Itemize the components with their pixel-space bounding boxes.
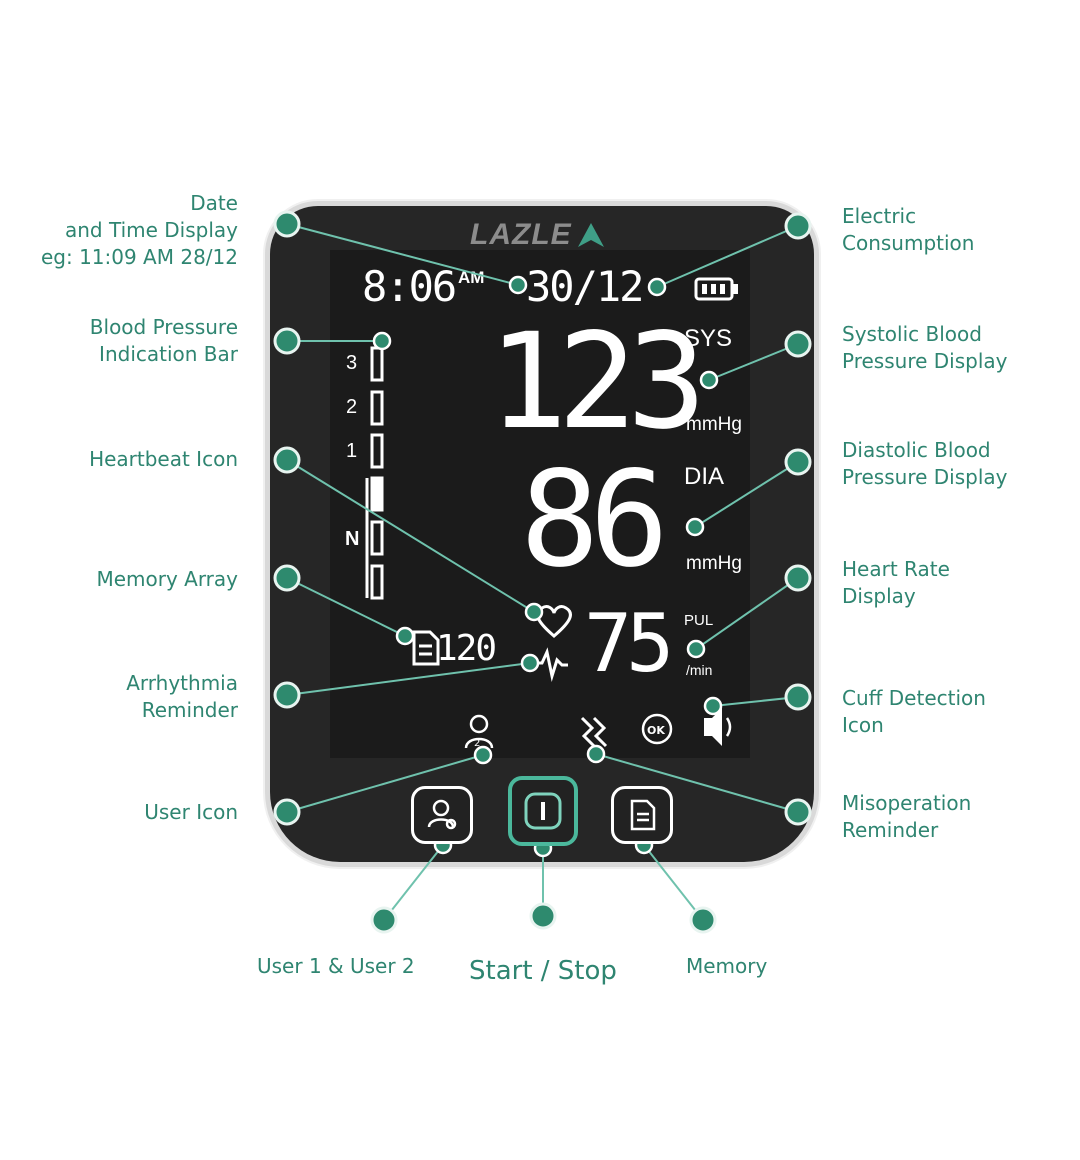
label-misoperation: Misoperation Reminder — [842, 791, 972, 842]
label-user-icon: User Icon — [144, 800, 238, 824]
memory-document-icon — [412, 630, 440, 666]
brand-logo-text: LAZLE — [470, 218, 572, 251]
brand-logo: LAZLE — [470, 218, 606, 252]
diastolic-unit: mmHg — [686, 553, 742, 574]
label-cuff: Cuff Detection Icon — [842, 686, 986, 737]
label-memory: Memory — [686, 954, 768, 978]
bar-level-2: 2 — [346, 396, 358, 418]
zigzag-arrows-icon — [580, 716, 608, 748]
systolic-label: SYS — [684, 325, 733, 352]
label-user-buttons: User 1 & User 2 — [257, 954, 415, 978]
bar-level-3: 3 — [346, 352, 358, 374]
memory-button[interactable] — [611, 786, 673, 844]
label-electric: Electric Consumption — [842, 204, 975, 255]
label-date-time: Date and Time Display eg: 11:09 AM 28/12 — [40, 191, 238, 269]
power-icon — [524, 792, 562, 830]
systolic-value: 123 — [488, 305, 706, 459]
bp-indication-bar — [365, 346, 384, 600]
ampm-indicator: AM — [458, 268, 485, 287]
pulse-value: 75 — [584, 597, 674, 690]
brand-triangle-icon — [577, 223, 604, 247]
lcd-screen — [330, 250, 750, 758]
bar-level-1: 1 — [346, 440, 358, 462]
user-button-icon — [427, 799, 457, 830]
pulse-label: PUL — [684, 612, 714, 629]
diastolic-value: 86 — [520, 443, 669, 597]
diastolic-label: DIA — [684, 463, 725, 490]
label-heartbeat: Heartbeat Icon — [89, 447, 238, 471]
systolic-unit: mmHg — [686, 414, 742, 435]
speaker-icon — [704, 708, 732, 746]
ok-icon: OK — [641, 713, 673, 745]
label-bp-bar: Blood Pressure Indication Bar — [89, 315, 238, 366]
user-number: 2 — [474, 738, 480, 749]
ecg-wave-icon — [530, 647, 568, 682]
memory-count: 120 — [436, 628, 497, 669]
date-readout: 30/12 — [526, 262, 644, 311]
user-icon — [464, 714, 494, 749]
svg-text:OK: OK — [647, 724, 665, 737]
label-start-stop: Start / Stop — [469, 956, 617, 986]
start-stop-button[interactable] — [508, 776, 578, 846]
label-arrhythmia: Arrhythmia Reminder — [126, 671, 238, 722]
label-heart-rate: Heart Rate Display — [842, 557, 950, 608]
label-memory-array: Memory Array — [96, 567, 238, 591]
label-diastolic: Diastolic Blood Pressure Display — [842, 438, 1008, 489]
battery-icon — [694, 276, 740, 306]
anchor-dots — [273, 210, 812, 934]
endpoint-dots — [372, 275, 723, 858]
memory-button-icon — [630, 799, 656, 831]
time-readout: 8:06 — [362, 262, 457, 311]
pulse-unit: /min — [686, 662, 713, 678]
connector-lines — [286, 223, 799, 921]
user-button[interactable] — [411, 786, 473, 844]
bar-level-n: N — [345, 528, 360, 550]
label-systolic: Systolic Blood Pressure Display — [842, 322, 1008, 373]
